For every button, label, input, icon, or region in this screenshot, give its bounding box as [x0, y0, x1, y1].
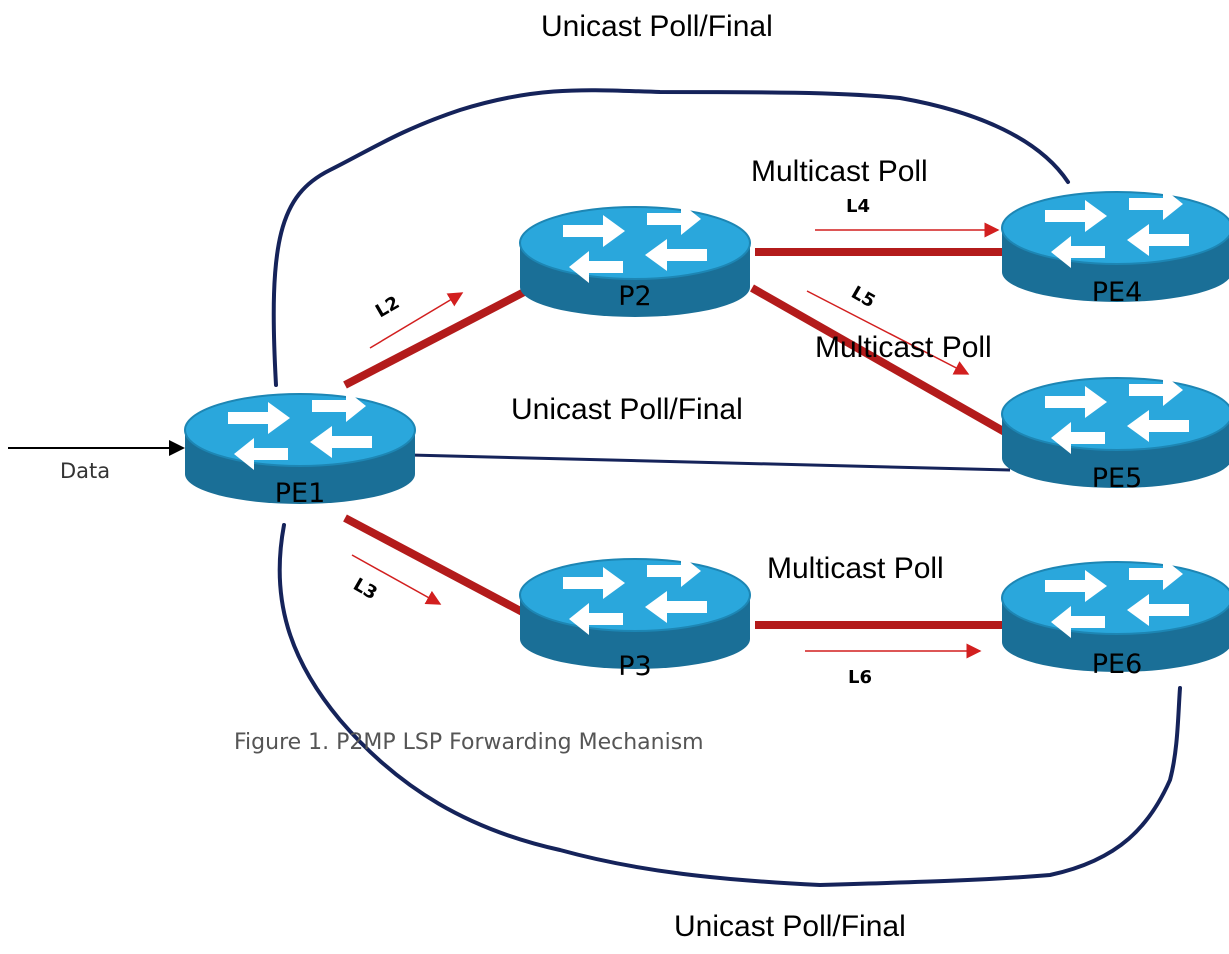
- multicast-label-l5: Multicast Poll: [815, 331, 992, 364]
- link-label-l4: L4: [846, 196, 870, 217]
- router-p3[interactable]: P3: [519, 554, 751, 682]
- l3-arrow: [351, 554, 442, 605]
- router-pe6[interactable]: PE6: [1001, 557, 1229, 680]
- link-label-l5: L5: [848, 282, 879, 312]
- l5-arrow: [806, 290, 970, 375]
- l2-arrow: [369, 292, 464, 349]
- multicast-label-l4: Multicast Poll: [751, 155, 928, 188]
- router-pe5[interactable]: PE5: [1001, 373, 1229, 494]
- unicast-label-bottom: Unicast Poll/Final: [674, 910, 906, 943]
- unicast-loop-bottom: [277, 523, 1182, 888]
- router-pe1[interactable]: PE1: [184, 389, 416, 509]
- router-p2-label: P2: [618, 281, 651, 312]
- link-label-l3: L3: [350, 574, 381, 604]
- link-pe1-p2: [343, 286, 530, 389]
- unicast-label-top: Unicast Poll/Final: [541, 10, 773, 43]
- multicast-label-l6: Multicast Poll: [767, 552, 944, 585]
- link-pe1-pe5-unicast: [409, 453, 1011, 472]
- router-pe1-label: PE1: [275, 478, 326, 509]
- unicast-label-mid: Unicast Poll/Final: [511, 393, 743, 426]
- figure-caption: Figure 1. P2MP LSP Forwarding Mechanism: [234, 730, 704, 755]
- router-p2[interactable]: P2: [519, 202, 751, 318]
- link-pe1-p3: [343, 514, 530, 619]
- router-p3-label: P3: [618, 651, 651, 682]
- link-label-l6: L6: [848, 667, 872, 688]
- data-label: Data: [60, 459, 110, 483]
- link-label-l2: L2: [372, 292, 403, 322]
- router-pe5-label: PE5: [1092, 463, 1143, 494]
- link-p2-pe5: [750, 284, 1012, 439]
- router-pe4[interactable]: PE4: [1001, 187, 1229, 308]
- router-pe6-label: PE6: [1092, 649, 1143, 680]
- unicast-loop-top: [271, 88, 1070, 387]
- router-pe4-label: PE4: [1092, 277, 1143, 308]
